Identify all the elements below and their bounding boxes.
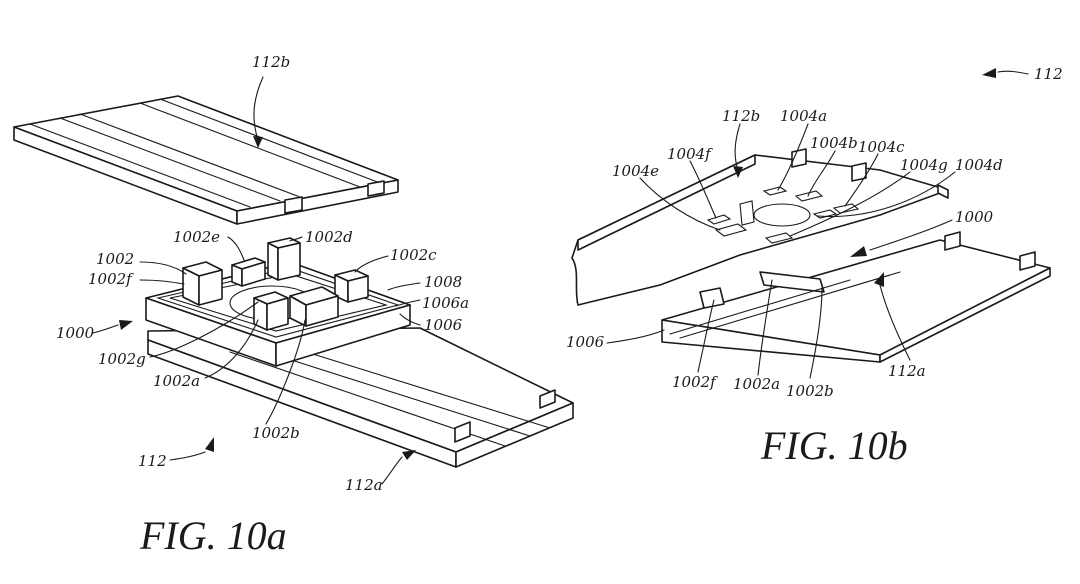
label-1004d: 1004d [955, 156, 1003, 174]
chip-1002e [231, 257, 266, 287]
chip-1002c [334, 269, 369, 303]
label-1002d: 1002d [305, 228, 353, 246]
leader-lines-10a [92, 76, 421, 485]
labels-10a: 112b 1002e 1002d 1002 1002c 1002f 1008 1… [56, 53, 469, 494]
caption-fig-10b: FIG. 10b [760, 423, 908, 468]
label-1002f: 1002f [88, 270, 134, 288]
label-1002b: 1002b [252, 424, 300, 442]
label-112a: 112a [345, 476, 383, 494]
label-1002e: 1002e [173, 228, 220, 246]
label-1004a: 1004a [780, 107, 827, 125]
label-1002b-b: 1002b [786, 382, 834, 400]
label-1002g: 1002g [98, 350, 146, 368]
chip-1002a [253, 291, 289, 331]
labels-10b: 112 112b 1004a 1004b 1004c 1004f 1004e 1… [566, 65, 1063, 400]
caption-fig-10a: FIG. 10a [139, 513, 287, 558]
pad-1004f [706, 214, 732, 225]
fig-10a: 112b 1002e 1002d 1002 1002c 1002f 1008 1… [13, 53, 574, 558]
label-1004g: 1004g [900, 156, 948, 174]
label-1002a-b: 1002a [733, 375, 780, 393]
pad-1004d [812, 209, 838, 219]
label-1002: 1002 [96, 250, 134, 268]
label-1002f-b: 1002f [672, 373, 718, 391]
label-1000-b: 1000 [955, 208, 994, 226]
pad-1004e [714, 223, 748, 237]
label-1006-b: 1006 [566, 333, 605, 351]
label-112b-b: 112b [722, 107, 760, 125]
pad-1004a [762, 186, 788, 196]
fig-10b: 112 112b 1004a 1004b 1004c 1004f 1004e 1… [566, 65, 1063, 468]
label-1008: 1008 [424, 273, 462, 291]
label-112a-b: 112a [888, 362, 926, 380]
label-1006: 1006 [424, 316, 463, 334]
label-1000: 1000 [56, 324, 95, 342]
leader-lines-10b [606, 68, 1029, 379]
label-112: 112 [138, 452, 167, 470]
pad-1004g [764, 232, 794, 244]
upper-rail-112b [13, 95, 399, 225]
label-1006a: 1006a [422, 294, 469, 312]
chip-1002d [267, 237, 301, 281]
label-1004e: 1004e [612, 162, 659, 180]
label-1002c: 1002c [390, 246, 437, 264]
label-1002a: 1002a [153, 372, 200, 390]
chip-1002b [289, 286, 339, 327]
chip-1002f [182, 261, 223, 306]
label-1004c: 1004c [858, 138, 905, 156]
label-112b: 112b [252, 53, 290, 71]
label-112-b: 112 [1034, 65, 1063, 83]
label-1004b: 1004b [810, 134, 858, 152]
lower-rail-112a-b [661, 231, 1051, 363]
label-1004f: 1004f [667, 145, 713, 163]
